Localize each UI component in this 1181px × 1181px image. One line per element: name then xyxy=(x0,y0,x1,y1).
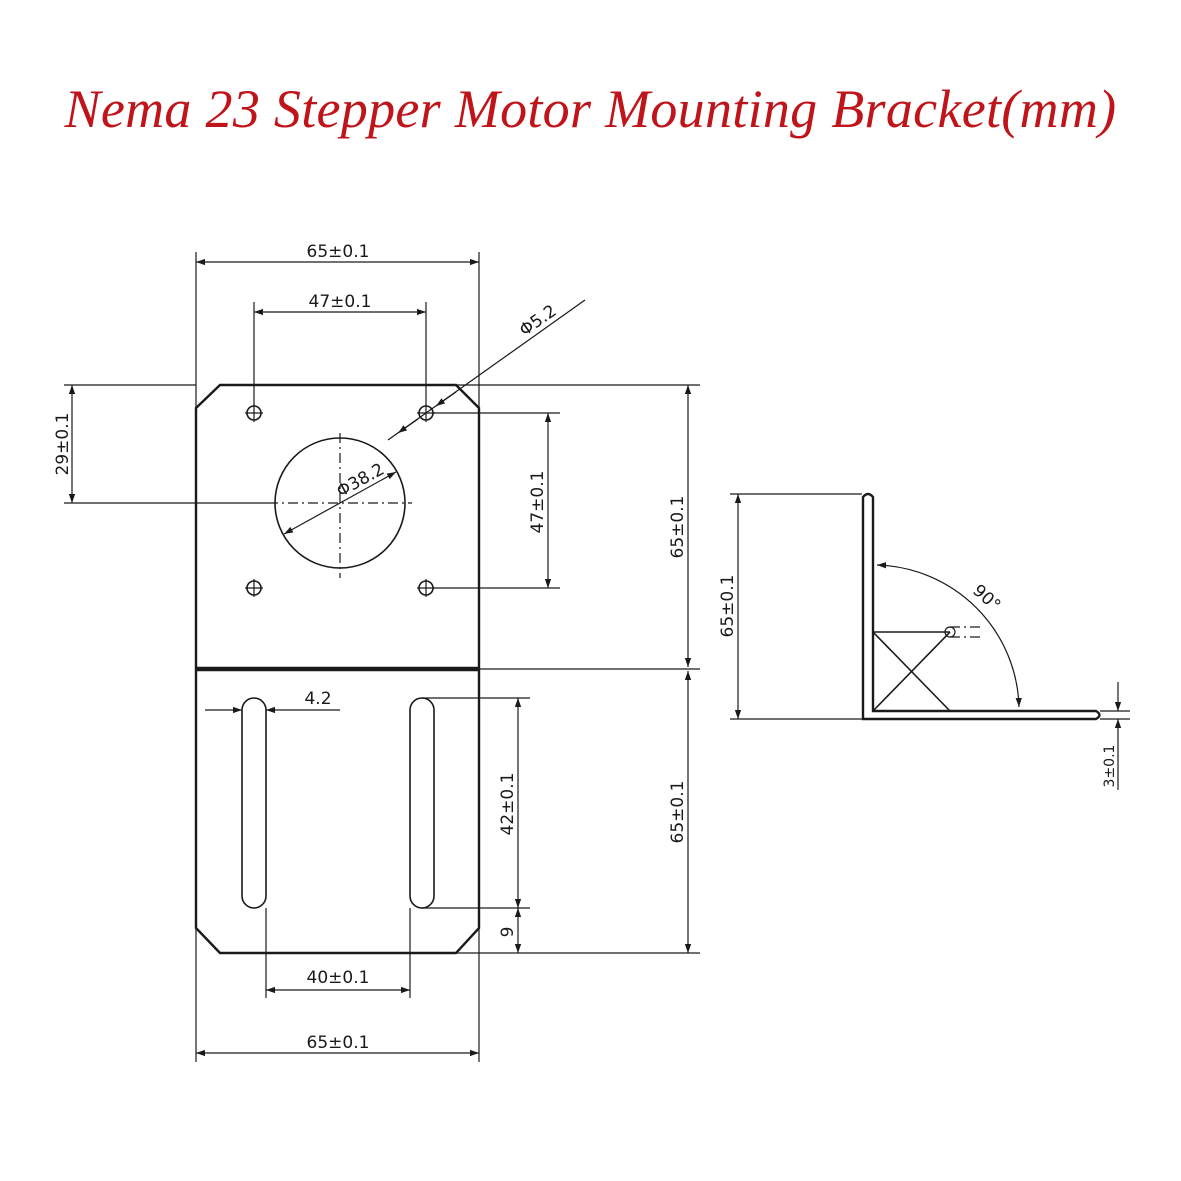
dim-plate-height-right: 65±0.1 65±0.1 xyxy=(456,384,700,954)
svg-text:65±0.1: 65±0.1 xyxy=(307,242,370,262)
dim-hole-dia: Φ5.2 xyxy=(387,299,586,441)
svg-text:65±0.1: 65±0.1 xyxy=(718,575,738,638)
svg-text:4.2: 4.2 xyxy=(304,689,331,709)
mounting-holes xyxy=(245,404,435,597)
upper-plate xyxy=(194,383,481,670)
slots xyxy=(241,697,435,909)
dim-bottom-width: 65±0.1 xyxy=(195,928,480,1062)
svg-text:65±0.1: 65±0.1 xyxy=(668,496,688,559)
svg-text:90°: 90° xyxy=(968,581,1004,616)
svg-text:Φ5.2: Φ5.2 xyxy=(516,301,561,341)
page-title: Nema 23 Stepper Motor Mounting Bracket(m… xyxy=(64,79,1117,139)
dim-hole-spacing-vertical: 47±0.1 xyxy=(434,412,560,589)
hole-top-left xyxy=(245,404,263,422)
motor-bore xyxy=(268,433,412,578)
hole-bottom-left xyxy=(245,579,263,597)
dim-thickness: 3±0.1 xyxy=(1100,682,1130,790)
svg-text:9: 9 xyxy=(498,927,518,938)
dim-center-height: 29±0.1 xyxy=(53,384,268,504)
lower-plate xyxy=(194,668,481,955)
dim-top-width: 65±0.1 xyxy=(195,242,480,408)
dim-side-height: 65±0.1 xyxy=(718,493,862,720)
svg-text:Φ38.2: Φ38.2 xyxy=(333,459,388,501)
svg-text:47±0.1: 47±0.1 xyxy=(528,471,548,534)
svg-text:47±0.1: 47±0.1 xyxy=(309,292,372,312)
dim-slot-spacing: 40±0.1 xyxy=(265,908,411,998)
svg-text:42±0.1: 42±0.1 xyxy=(498,773,518,836)
dim-slot-width: 4.2 xyxy=(205,689,340,714)
svg-text:65±0.1: 65±0.1 xyxy=(668,781,688,844)
hole-bottom-right xyxy=(417,579,435,597)
svg-text:65±0.1: 65±0.1 xyxy=(307,1033,370,1053)
dim-slot-length: 42±0.1 9 xyxy=(422,697,530,953)
dim-hole-spacing-top: 47±0.1 xyxy=(253,292,427,405)
svg-text:40±0.1: 40±0.1 xyxy=(307,968,370,988)
svg-text:3±0.1: 3±0.1 xyxy=(1102,745,1118,788)
svg-text:29±0.1: 29±0.1 xyxy=(53,413,73,476)
